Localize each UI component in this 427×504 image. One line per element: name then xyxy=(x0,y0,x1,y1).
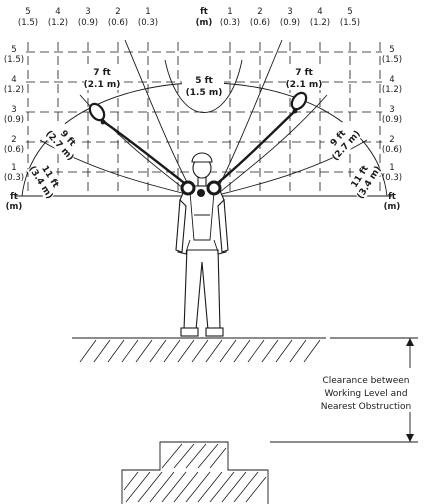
range-7ft-right: 7 ft xyxy=(295,68,313,78)
right-m-tick: (0.6) xyxy=(382,145,402,155)
center-arc xyxy=(164,59,243,113)
left-scale: 5 (1.5) 4 (1.2) 3 (0.9) 2 (0.6) 1 (0.3) … xyxy=(4,45,24,212)
worker-legs xyxy=(183,247,221,331)
worker-figure xyxy=(175,152,229,337)
right-m-tick: (1.2) xyxy=(382,85,402,95)
right-ft-tick: 4 xyxy=(389,75,394,85)
left-lanyard xyxy=(103,121,189,187)
top-scale: 5 4 3 2 1 ft 1 2 3 4 5 (1.5) (1.2) (0.9)… xyxy=(18,7,360,28)
left-m-unit: (m) xyxy=(6,202,23,212)
right-m-unit: (m) xyxy=(384,202,401,212)
left-snap-hook-icon xyxy=(88,102,106,125)
top-ft-tick: 2 xyxy=(257,7,262,17)
clearance-note-line-2: Working Level and xyxy=(324,389,407,399)
left-ft-tick: 3 xyxy=(11,105,16,115)
range-7ft-right-m: (2.1 m) xyxy=(286,80,323,90)
left-m-tick: (1.5) xyxy=(4,55,24,65)
left-ft-tick: 4 xyxy=(11,75,16,85)
obstruction-outline xyxy=(121,441,269,504)
right-lanyard xyxy=(213,109,297,187)
harness-straps xyxy=(185,191,219,253)
lanyards xyxy=(88,91,308,187)
left-ft-tick: 2 xyxy=(11,135,16,145)
left-ft-tick: 1 xyxy=(11,163,16,173)
nearest-obstruction xyxy=(121,441,269,504)
right-ft-tick: 2 xyxy=(389,135,394,145)
top-ft-tick: 4 xyxy=(317,7,322,17)
left-m-tick: (1.2) xyxy=(4,85,24,95)
top-m-tick: (0.9) xyxy=(78,18,98,28)
arrow-up-icon xyxy=(406,338,414,346)
inner-arc-right-2 xyxy=(219,94,328,193)
right-ft-tick: 5 xyxy=(389,45,394,55)
top-ft-tick: 4 xyxy=(55,7,60,17)
top-ft-tick: 5 xyxy=(25,7,30,17)
top-ft-unit: ft xyxy=(200,7,208,17)
inner-arc-left-1 xyxy=(124,39,191,189)
left-ft-tick: 5 xyxy=(11,45,16,55)
right-ft-tick: 3 xyxy=(389,105,394,115)
left-ft-unit: ft xyxy=(10,192,18,202)
right-snap-hook-icon xyxy=(290,91,308,114)
top-ft-tick: 1 xyxy=(227,7,232,17)
top-ft-tick: 5 xyxy=(347,7,352,17)
right-m-tick: (0.9) xyxy=(382,115,402,125)
right-scale: 5 (1.5) 4 (1.2) 3 (0.9) 2 (0.6) 1 (0.3) … xyxy=(382,45,402,212)
top-ft-tick: 3 xyxy=(287,7,292,17)
clearance-note-line-1: Clearance between xyxy=(322,376,409,386)
harness-d-ring-icon xyxy=(180,180,222,197)
top-ft-tick: 2 xyxy=(115,7,120,17)
left-m-tick: (0.6) xyxy=(4,145,24,155)
inner-arc-right-1 xyxy=(217,39,283,189)
right-arm xyxy=(217,198,229,253)
top-m-tick: (0.3) xyxy=(220,18,240,28)
obstruction-hatching xyxy=(123,443,267,503)
range-5ft-center-m: (1.5 m) xyxy=(186,88,223,98)
left-boot xyxy=(180,327,199,337)
top-m-tick: (1.2) xyxy=(310,18,330,28)
helmet-icon xyxy=(191,152,213,163)
left-arm xyxy=(175,198,187,253)
working-level-platform xyxy=(72,337,326,363)
top-ft-tick: 3 xyxy=(85,7,90,17)
top-m-unit: (m) xyxy=(196,18,213,28)
left-m-tick: (0.9) xyxy=(4,115,24,125)
arrow-down-icon xyxy=(406,434,414,442)
top-m-tick: (0.9) xyxy=(280,18,300,28)
top-m-tick: (1.5) xyxy=(18,18,38,28)
right-ft-tick: 1 xyxy=(389,163,394,173)
range-5ft-center: 5 ft xyxy=(195,76,213,86)
right-boot xyxy=(205,327,224,337)
range-7ft-left-m: (2.1 m) xyxy=(84,80,121,90)
range-7ft-left: 7 ft xyxy=(93,68,111,78)
top-ft-tick: 1 xyxy=(145,7,150,17)
right-m-tick: (0.3) xyxy=(382,173,402,183)
measurement-grid xyxy=(26,42,382,192)
right-m-tick: (1.5) xyxy=(382,55,402,65)
right-ft-unit: ft xyxy=(388,192,396,202)
top-m-tick: (1.2) xyxy=(48,18,68,28)
platform-hatching xyxy=(79,339,321,363)
top-m-tick: (0.6) xyxy=(250,18,270,28)
clearance-note-line-3: Nearest Obstruction xyxy=(321,402,412,412)
top-m-tick: (0.6) xyxy=(108,18,128,28)
clearance-dimension: Clearance between Working Level and Near… xyxy=(270,337,426,443)
top-m-tick: (1.5) xyxy=(340,18,360,28)
top-m-tick: (0.3) xyxy=(138,18,158,28)
left-m-tick: (0.3) xyxy=(4,173,24,183)
